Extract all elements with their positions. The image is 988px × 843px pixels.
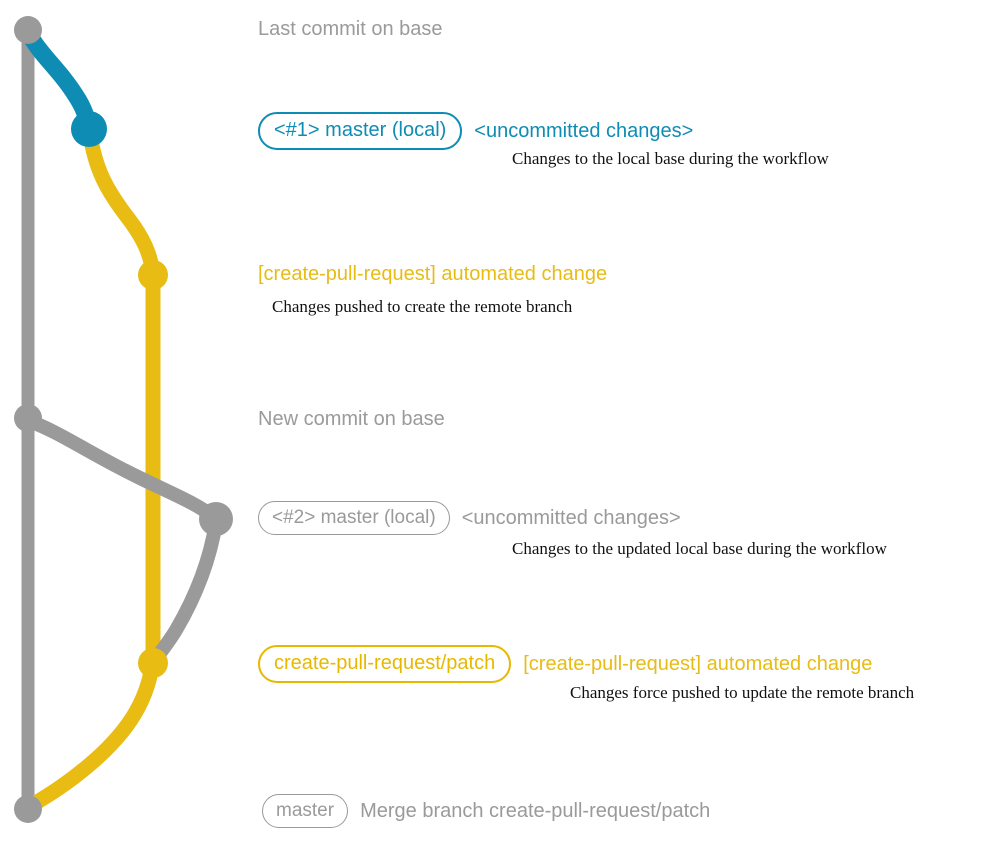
branch-badge-master-local-1[interactable]: <#1> master (local)	[258, 112, 463, 150]
commit-description: Changes to the updated local base during…	[512, 539, 887, 558]
commit-title: <uncommitted changes>	[461, 507, 681, 529]
commit-title: Last commit on base	[258, 18, 443, 40]
commit-description: Changes to the local base during the wor…	[512, 149, 829, 168]
commit-title: <uncommitted changes>	[474, 120, 694, 142]
commit-description-uncommitted-2: Changes to the updated local base during…	[512, 538, 887, 559]
commit-description: Changes pushed to create the remote bran…	[272, 297, 573, 316]
commit-title: Merge branch create-pull-request/patch	[360, 800, 711, 822]
commit-description-automated-change-2: Changes force pushed to update the remot…	[570, 682, 914, 703]
node-auto-1	[138, 260, 168, 290]
edge-local1-to-auto1	[82, 125, 161, 283]
commit-row-automated-change-2: create-pull-request/patch [create-pull-r…	[258, 645, 872, 683]
commit-row-last-commit-on-base: Last commit on base	[258, 17, 443, 41]
commit-title: [create-pull-request] automated change	[523, 653, 873, 675]
commit-description-automated-change-1: Changes pushed to create the remote bran…	[272, 296, 572, 317]
node-base-merge	[14, 795, 42, 823]
commit-row-new-commit-on-base: New commit on base	[258, 407, 445, 431]
commit-title: [create-pull-request] automated change	[258, 263, 608, 285]
edge-local2-to-auto2	[146, 515, 223, 670]
branch-badge-master[interactable]: master	[262, 794, 349, 828]
commit-row-uncommitted-2: <#2> master (local) <uncommitted changes…	[258, 501, 681, 535]
edge-auto2-to-merge	[21, 658, 160, 815]
node-base-last	[14, 16, 42, 44]
commit-row-automated-change-1: [create-pull-request] automated change	[258, 262, 607, 286]
branch-badge-create-pull-request-patch[interactable]: create-pull-request/patch	[258, 645, 512, 683]
commit-row-merge-commit: master Merge branch create-pull-request/…	[262, 794, 710, 828]
node-base-new	[14, 404, 42, 432]
edge-basenew-to-local2	[22, 414, 223, 526]
node-local-2	[199, 502, 233, 536]
node-local-1	[71, 111, 107, 147]
commit-title: New commit on base	[258, 408, 445, 430]
commit-description-uncommitted-1: Changes to the local base during the wor…	[512, 148, 829, 169]
commit-row-uncommitted-1: <#1> master (local) <uncommitted changes…	[258, 112, 693, 150]
commit-description: Changes force pushed to update the remot…	[570, 683, 915, 702]
branch-badge-master-local-2[interactable]: <#2> master (local)	[258, 501, 450, 535]
node-auto-2	[138, 648, 168, 678]
